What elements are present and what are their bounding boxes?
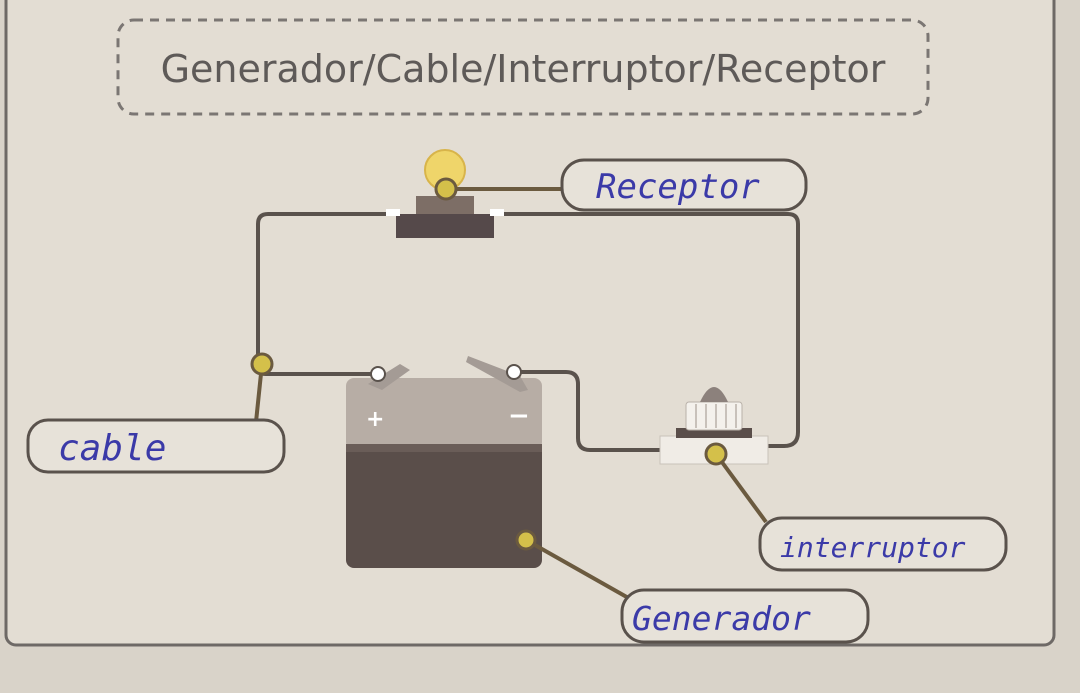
label-generador: Generador [632,599,811,638]
bulb-terminal-left [386,209,400,216]
negative-terminal [506,364,522,380]
wire-bottom [518,370,660,452]
switch-button [700,387,728,402]
label-interruptor: interruptor [780,531,966,564]
switch-ridges [695,404,737,428]
wire-right [490,212,800,448]
lightbulb-icon [386,149,504,238]
connector-generador [515,529,537,551]
leader-lines [254,187,768,602]
positive-clip [368,364,410,390]
positive-sign: + [366,407,384,432]
label-box-generador [620,588,870,644]
connector-cable [250,352,274,376]
switch-plate [676,428,752,438]
bulb-base-lower [396,214,494,238]
battery-icon: + − [346,356,542,568]
positive-terminal [370,366,386,382]
label-box-cable [26,418,286,474]
leader-generador [525,538,633,602]
negative-sign: − [508,401,530,431]
connector-receptor [434,177,458,201]
connector-interruptor [704,442,728,466]
switch-cap [685,401,743,431]
bulb-terminal-right [490,209,504,216]
battery-body [346,444,542,568]
negative-clip [466,356,528,392]
leader-interruptor [714,452,768,524]
battery-top [346,378,542,450]
battery-seam [346,444,542,452]
label-receptor: Receptor [596,167,760,207]
label-box-interruptor [758,516,1008,572]
title-box [116,18,930,116]
label-cable: cable [58,428,166,469]
bulb-base-upper [416,196,474,214]
diagram-title: Generador/Cable/Interruptor/Receptor [161,47,886,91]
label-box-receptor [560,158,808,212]
connector-dots [250,177,728,551]
